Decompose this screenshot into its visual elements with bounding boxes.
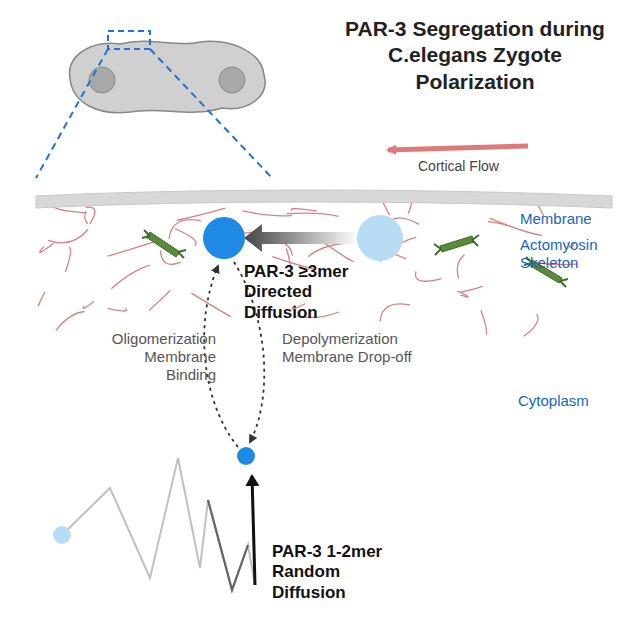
actin-filament: [107, 308, 126, 311]
actin-filament: [191, 293, 230, 316]
actin-filament: [488, 221, 507, 225]
actin-filament: [287, 213, 339, 216]
actin-filament: [460, 292, 468, 297]
actin-filaments: [38, 195, 577, 336]
actin-filament: [108, 241, 158, 257]
zoom-line: [36, 49, 108, 178]
par3-oligomer-faded: [357, 215, 403, 261]
actin-filament: [48, 229, 88, 243]
par3-oligomer: [203, 217, 245, 259]
process-label: Oligomerization Membrane Binding: [96, 330, 216, 384]
monomer-label: PAR-3 1-2mer Random Diffusion: [272, 542, 412, 603]
actin-filament: [85, 211, 88, 223]
actin-filament: [65, 247, 70, 272]
actin-filament: [169, 220, 201, 239]
membrane-label: Membrane: [520, 210, 630, 228]
random-walk: [62, 458, 255, 590]
pronucleus: [219, 67, 245, 93]
actin-filament: [380, 304, 410, 322]
actin-filament: [149, 290, 170, 310]
directed-arrow: [244, 224, 358, 252]
actin-filament: [83, 302, 94, 309]
actin-filament: [242, 211, 292, 216]
figure-title: PAR-3 Segregation during C.elegans Zygot…: [330, 16, 620, 95]
flow-label: Cortical Flow: [418, 158, 548, 175]
par3-monomer-faded: [53, 526, 71, 544]
actin-filament: [292, 209, 317, 211]
actin-filament: [38, 292, 44, 306]
actin-filament: [415, 271, 441, 281]
pronucleus: [89, 67, 115, 93]
actin-filament: [56, 312, 85, 331]
cytoskeleton-label: Actomyosin Skeleton: [520, 236, 615, 272]
flow-arrow: [388, 146, 528, 150]
random-walk-arrow: [252, 476, 255, 585]
random-walk: [208, 500, 248, 590]
membrane-band: [36, 190, 612, 208]
actin-filament: [308, 243, 346, 257]
compartment-label: Cytoplasm: [518, 392, 628, 410]
zygote-cell: [70, 41, 265, 113]
actin-filament: [457, 255, 464, 279]
zoom-box: [108, 31, 150, 49]
par3-monomer: [237, 447, 255, 465]
actin-filament: [458, 286, 483, 292]
actin-filament: [40, 243, 54, 252]
actin-filament: [481, 310, 487, 334]
process-label: Depolymerization Membrane Drop-off: [282, 330, 422, 366]
actin-filament: [86, 207, 95, 224]
actin-filament: [524, 314, 538, 336]
zoom-line: [150, 49, 272, 178]
oligomer-label: PAR-3 ≥3mer Directed Diffusion: [244, 262, 374, 323]
actin-filament: [111, 265, 150, 289]
actin-filament: [175, 229, 196, 246]
